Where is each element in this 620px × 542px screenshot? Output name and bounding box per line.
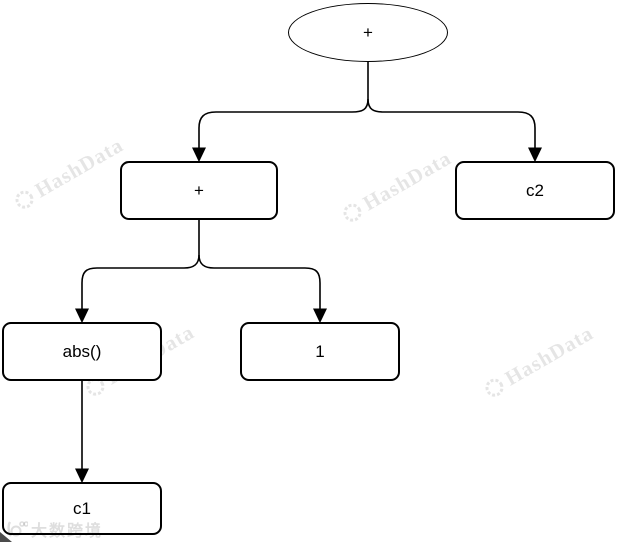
site-watermark: 大数跨境 xyxy=(4,517,103,541)
site-logo-icon xyxy=(7,521,28,537)
node-label: + xyxy=(194,180,204,200)
node-root-plus: + xyxy=(288,3,448,62)
arrowhead-root-c2 xyxy=(528,147,542,163)
edge-root-plus xyxy=(198,98,369,148)
corner-mark xyxy=(0,532,12,542)
node-plus-operator: + xyxy=(120,161,278,220)
edge-plus-one xyxy=(198,254,321,309)
hashdata-watermark: HashData xyxy=(338,145,456,228)
node-c1: c1 xyxy=(2,482,162,535)
node-label: abs() xyxy=(62,341,102,361)
arrowhead-abs-c1 xyxy=(75,468,89,484)
node-label: 1 xyxy=(315,341,325,361)
watermark-text: HashData xyxy=(500,320,598,390)
site-watermark-text: 大数跨境 xyxy=(31,523,104,540)
arrowhead-plus-one xyxy=(313,308,327,324)
arrowhead-root-plus xyxy=(192,147,206,163)
hashdata-watermark: HashData xyxy=(10,132,128,215)
node-label: + xyxy=(363,22,373,42)
hashdata-watermark: HashData xyxy=(480,320,598,403)
node-label: c1 xyxy=(73,498,91,518)
node-abs-function: abs() xyxy=(2,322,162,381)
edge-plus-abs xyxy=(81,254,200,309)
node-c2: c2 xyxy=(455,161,615,220)
watermark-text: HashData xyxy=(30,132,128,202)
node-constant-1: 1 xyxy=(240,322,400,381)
node-label: c2 xyxy=(526,180,544,200)
hashdata-logo-icon xyxy=(15,190,34,209)
hashdata-logo-icon xyxy=(343,203,362,222)
watermark-text: HashData xyxy=(358,145,456,215)
hashdata-logo-icon xyxy=(485,378,504,397)
edge-root-c2 xyxy=(367,98,536,148)
arrowhead-plus-abs xyxy=(75,308,89,324)
